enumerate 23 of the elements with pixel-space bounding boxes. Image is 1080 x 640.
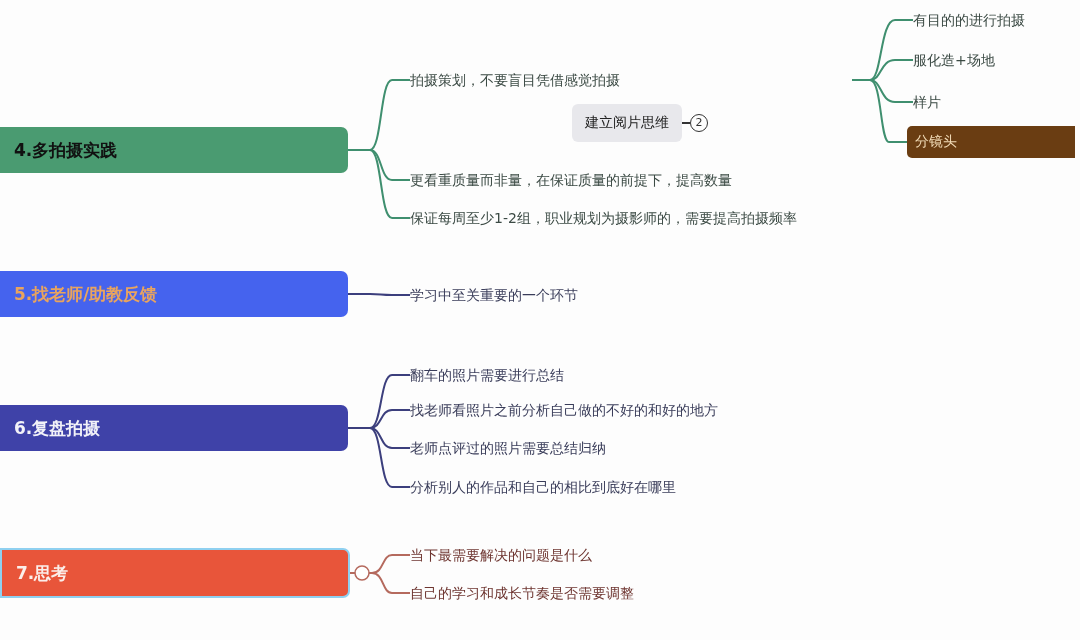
branch-text: 有目的的进行拍摄 (913, 10, 1025, 30)
branch-text: 保证每周至少1-2组，职业规划为摄影师的，需要提高拍摄频率 (410, 208, 797, 228)
topic-box: 6.复盘拍摄 (0, 405, 348, 451)
branch-text: 自己的学习和成长节奏是否需要调整 (410, 583, 634, 603)
topic-box: 7.思考 (0, 548, 350, 598)
branch-text: 更看重质量而非量，在保证质量的前提下，提高数量 (410, 170, 732, 190)
connector-line (851, 79, 908, 143)
branch-text: 翻车的照片需要进行总结 (410, 365, 564, 385)
subtopic-box: 建立阅片思维 (572, 104, 682, 142)
branch-text: 样片 (913, 92, 941, 112)
branch-text: 老师点评过的照片需要总结归纳 (410, 438, 606, 458)
connector-line (347, 149, 411, 219)
branch-text: 服化造+场地 (913, 50, 995, 70)
connector-line (347, 427, 411, 488)
branch-text: 学习中至关重要的一个环节 (410, 285, 578, 305)
branch-text: 当下最需要解决的问题是什么 (410, 545, 592, 565)
topic-box: 5.找老师/助教反馈 (0, 271, 348, 317)
branch-text: 拍摄策划，不要盲目凭借感觉拍摄 (410, 70, 620, 90)
branch-text: 找老师看照片之前分析自己做的不好的和好的地方 (410, 400, 718, 420)
connector-line (347, 293, 411, 296)
subtopic-box: 分镜头 (907, 126, 1075, 158)
branch-text: 分析别人的作品和自己的相比到底好在哪里 (410, 477, 676, 497)
topic-box: 4.多拍摄实践 (0, 127, 348, 173)
